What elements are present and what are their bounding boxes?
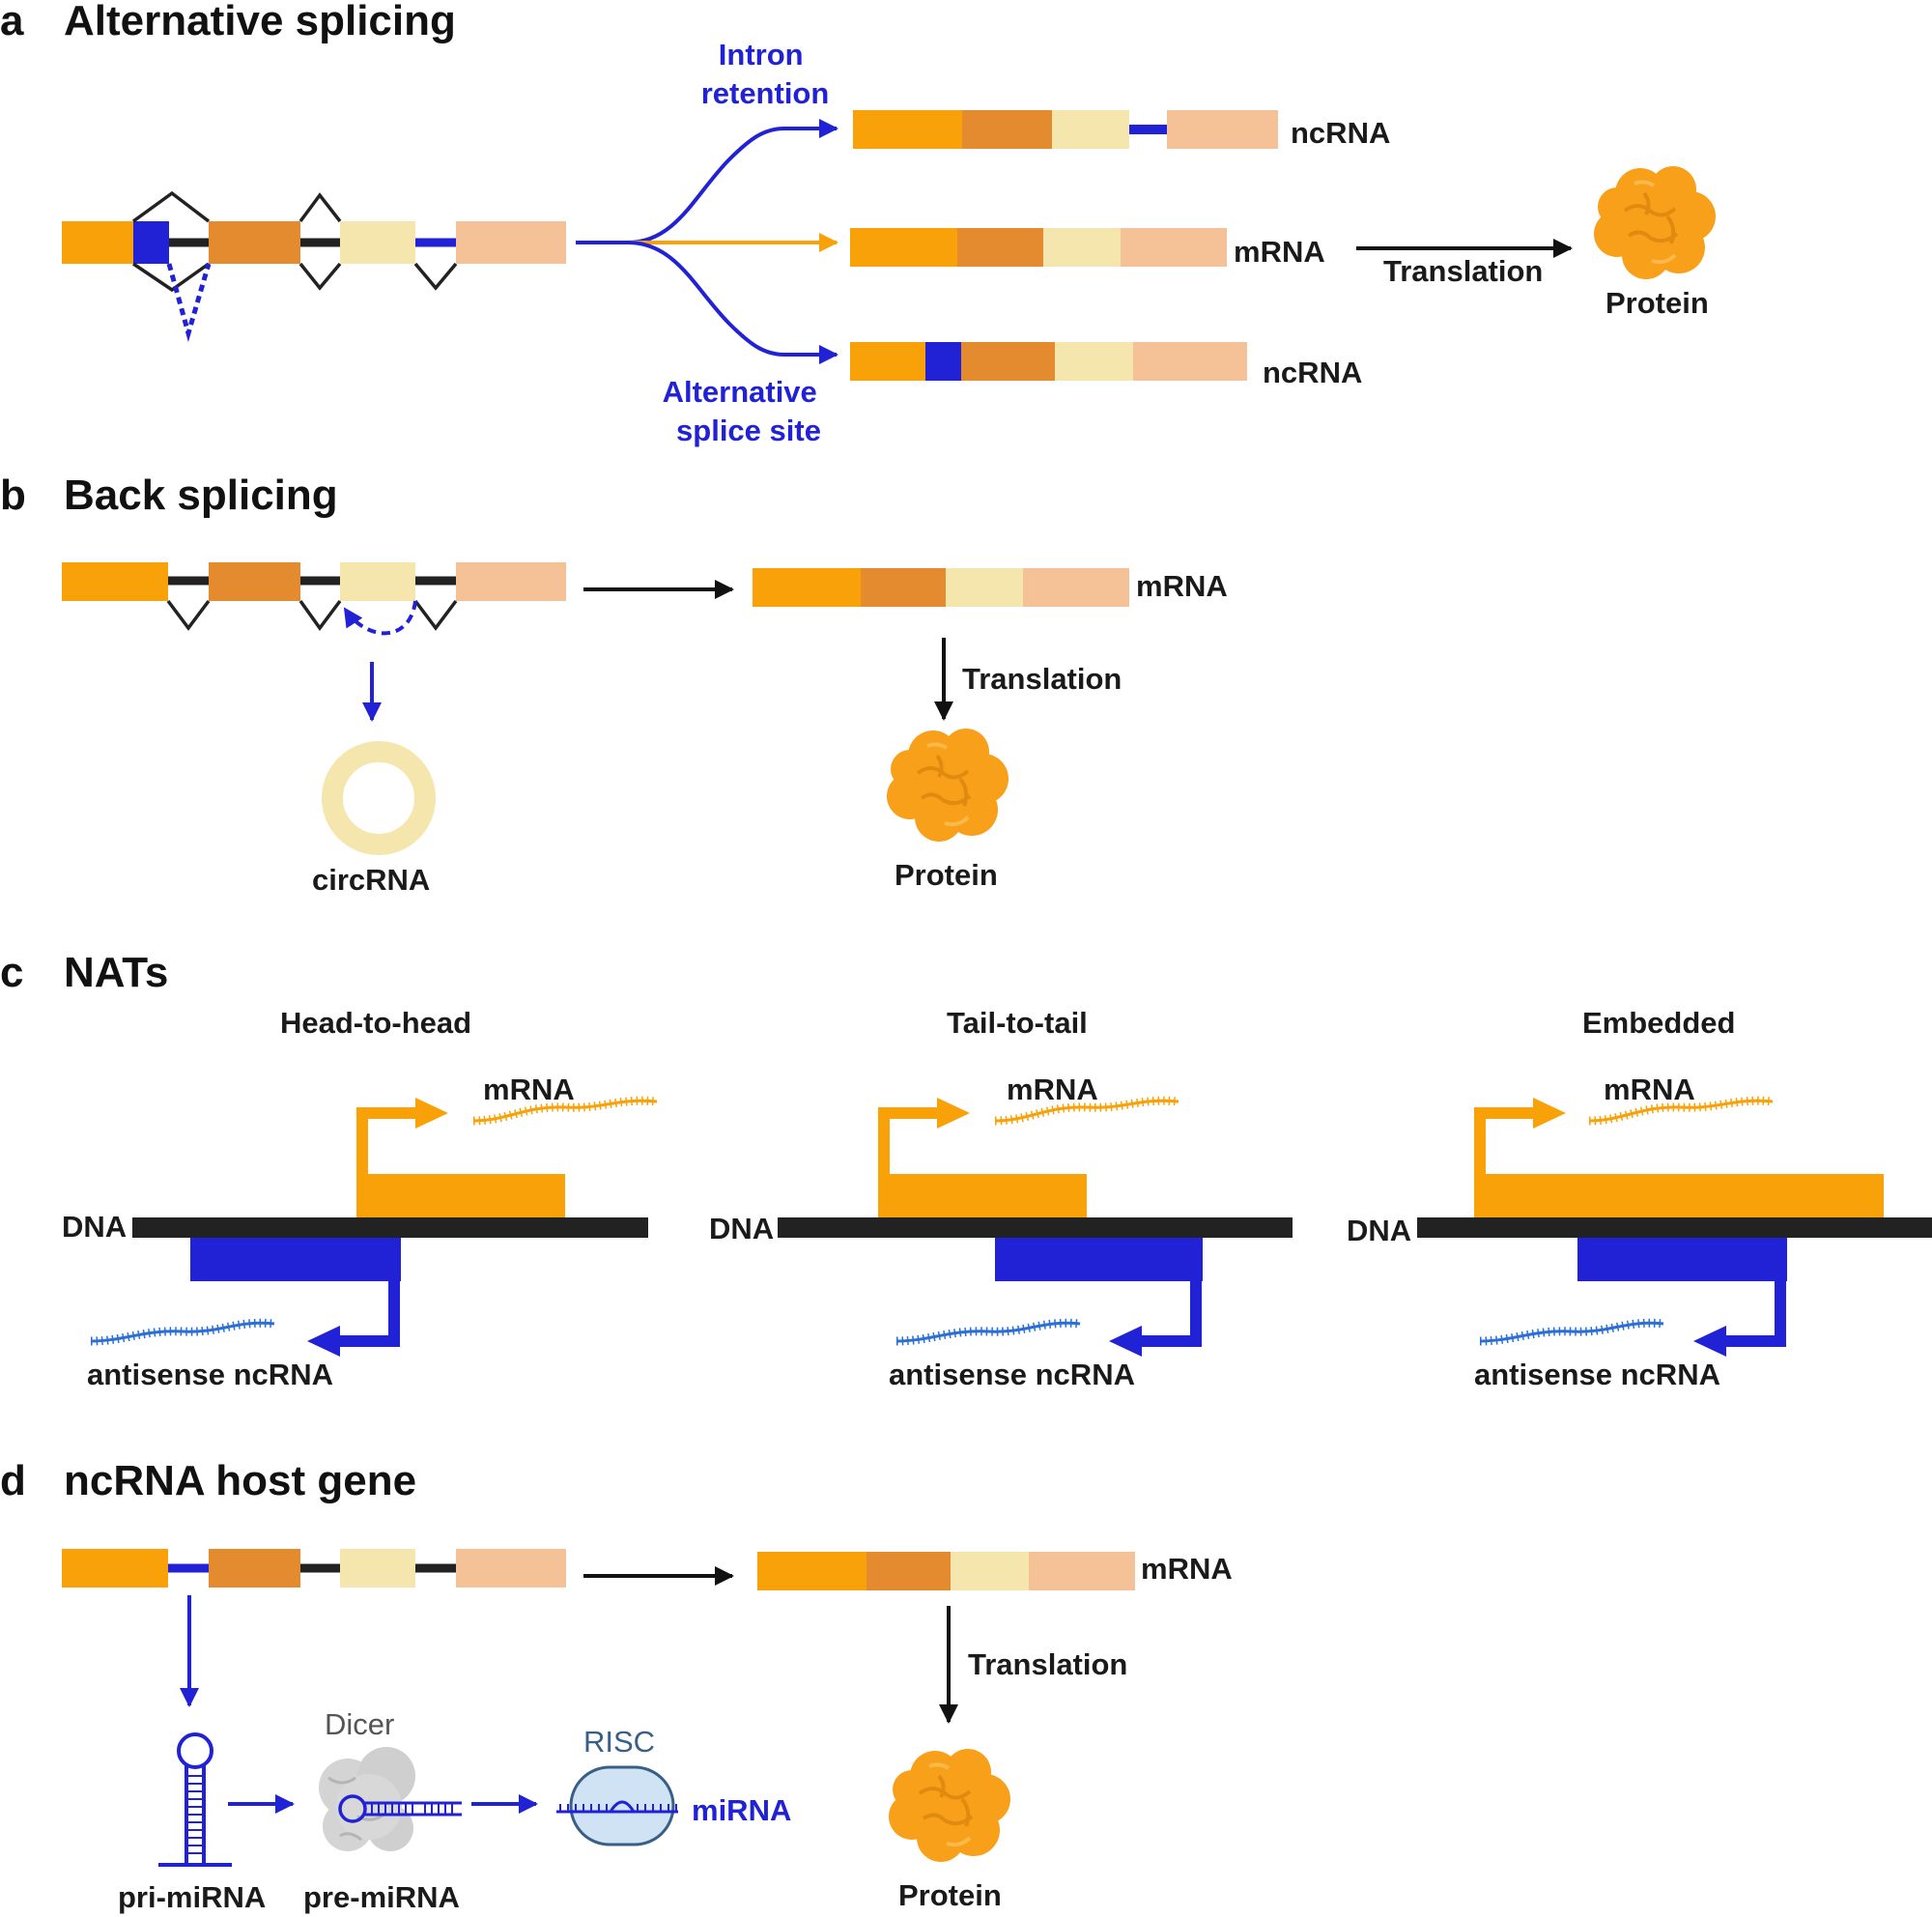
panel-letter-b: b [0,472,26,519]
dna-label: DNA [709,1212,774,1245]
subpanel-title: Head-to-head [280,1006,471,1040]
exon-2 [209,221,300,264]
dna-strand [778,1217,1293,1238]
antisense-label: antisense ncRNA [1474,1358,1720,1391]
alt-exon-segment [133,221,169,264]
promoter-arrow-icon [878,1107,939,1174]
promoter-arrow-icon [1140,1281,1202,1347]
dicer-enzyme-icon [319,1747,415,1851]
promoter-arrow-icon [356,1107,417,1174]
mrna-d [757,1552,1135,1590]
ncrna-top-label: ncRNA [1291,116,1390,150]
antisense-gene-block [1577,1238,1787,1281]
pre-mirna-strand [338,1794,462,1823]
sense-gene-block [878,1174,1087,1217]
mrna-canonical [850,228,1227,267]
panel-title-b: Back splicing [64,472,338,519]
exon-4 [456,221,566,264]
circrna-label: circRNA [312,863,430,897]
panel-a: a Alternative splicing Intron [0,0,1718,447]
intron-retention-label: Intron retention [701,38,830,110]
antisense-label: antisense ncRNA [87,1358,333,1391]
sense-gene-block [356,1174,565,1217]
pre-mirna-label: pre-miRNA [303,1880,460,1914]
pre-mrna-gene-b [62,562,566,636]
protein-label-b: Protein [895,858,998,892]
ncrna-intron-retained [853,110,1278,149]
panel-title-c: NATs [64,949,168,996]
antisense-gene-block [190,1238,401,1281]
mrna-label-a: mRNA [1234,235,1325,269]
dicer-label: Dicer [325,1707,394,1741]
translation-label-b: Translation [962,662,1122,696]
intron-retention-arrow [576,119,838,244]
translation-label-d: Translation [968,1647,1127,1681]
panel-title-d: ncRNA host gene [64,1457,416,1504]
panel-title-a: Alternative splicing [64,0,456,44]
back-splice-arc [343,600,417,636]
promoter-arrow-icon [1474,1107,1535,1174]
mrna-label-b: mRNA [1136,569,1228,603]
exon-1 [62,221,134,264]
risc-complex-icon [556,1765,678,1846]
panel-b: b Back splicing circRNA mRNA [0,472,1228,897]
alt-splice-arrow [627,241,838,364]
host-gene [62,1549,566,1588]
nat-embedded: Embedded DNA mRNA antisense ncRNA [1347,1006,1932,1391]
alt-splice-dotted [166,263,212,343]
mirna-label: miRNA [692,1793,791,1827]
nat-tail-to-tail: Tail-to-tail DNA mRNA antisense ncRNA [709,1006,1293,1391]
panel-d: d ncRNA host gene mRNA Translation Prote… [0,1457,1233,1914]
pri-mirna-label: pri-miRNA [118,1880,266,1914]
antisense-label: antisense ncRNA [889,1358,1135,1391]
mrna-label: mRNA [1007,1073,1098,1106]
mrna-label-d: mRNA [1141,1552,1233,1586]
subpanel-title: Embedded [1582,1006,1735,1040]
promoter-arrow-icon [338,1281,400,1347]
ncrna-bottom-label: ncRNA [1263,356,1362,389]
subpanel-title: Tail-to-tail [947,1006,1088,1040]
panel-letter-a: a [0,0,24,44]
sense-gene-block [1474,1174,1884,1217]
dna-label: DNA [1347,1214,1411,1247]
panel-letter-c: c [0,949,23,996]
rna-strand-icon [91,1323,274,1341]
dna-label: DNA [62,1210,127,1244]
risc-label: RISC [583,1725,655,1759]
pre-mrna-gene [62,190,566,343]
protein-label-a: Protein [1605,286,1709,320]
antisense-gene-block [995,1238,1203,1281]
nat-head-to-head: Head-to-head DNA mRNA antisense ncRNA [62,1006,657,1391]
mrna-label: mRNA [1604,1073,1695,1106]
protein-blob-icon [1592,164,1718,281]
dna-strand [1417,1217,1932,1238]
protein-label-d: Protein [898,1878,1002,1912]
translation-label-a: Translation [1383,254,1543,288]
alt-splice-site-label: Alternative splice site [663,375,826,447]
mrna-label: mRNA [483,1073,575,1106]
exon-3 [340,221,415,264]
protein-blob-icon [885,727,1010,844]
panel-letter-d: d [0,1457,26,1504]
mrna-b [753,568,1129,607]
rna-strand-icon [896,1323,1080,1341]
protein-blob-icon [887,1747,1012,1864]
dna-strand [132,1217,648,1238]
panel-c: c NATs Head-to-head DNA mRNA antisense n… [0,949,1932,1391]
ncrna-alt-splice [850,342,1247,381]
circrna-ring-icon [322,741,436,855]
promoter-arrow-icon [1724,1281,1786,1347]
rna-strand-icon [1480,1323,1663,1341]
hairpin-icon [158,1732,232,1867]
